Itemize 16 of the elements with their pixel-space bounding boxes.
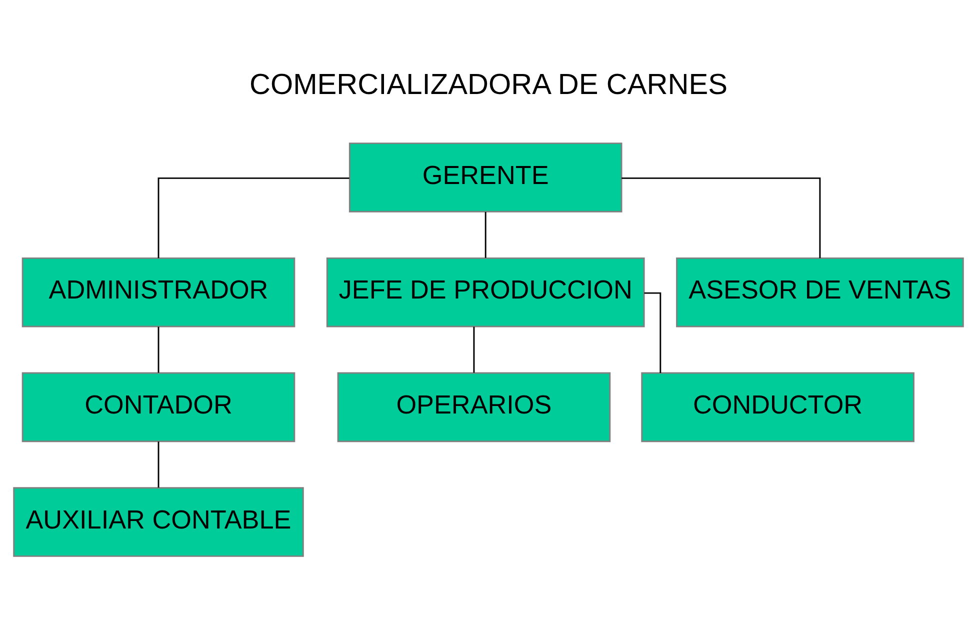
node-box: OPERARIOS — [337, 372, 611, 442]
connector — [158, 326, 160, 373]
connector — [158, 177, 350, 258]
node-box: CONDUCTOR — [641, 372, 914, 442]
node-box: AUXILIAR CONTABLE — [13, 487, 304, 557]
connector — [644, 292, 662, 373]
connector — [158, 442, 160, 488]
node-box: CONTADOR — [22, 372, 296, 442]
diagram-title: COMERCIALIZADORA DE CARNES — [250, 68, 728, 101]
node-box: GERENTE — [348, 142, 622, 212]
connector — [473, 326, 475, 373]
connector — [622, 177, 821, 258]
node-box: JEFE DE PRODUCCION — [326, 257, 645, 328]
node-box: ASESOR DE VENTAS — [676, 257, 964, 328]
node-box: ADMINISTRADOR — [22, 257, 296, 328]
connector — [484, 212, 486, 258]
